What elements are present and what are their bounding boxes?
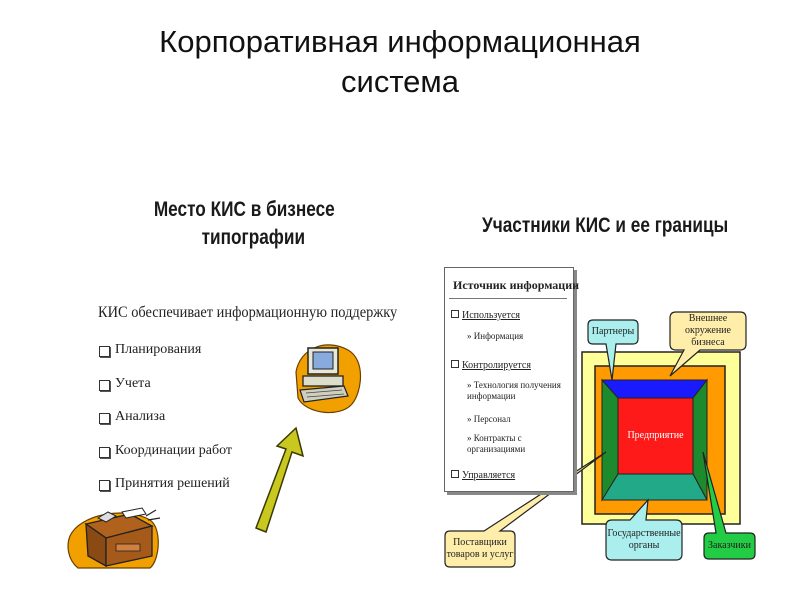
customers-callout xyxy=(702,451,756,560)
source-uses: Используется xyxy=(451,310,520,321)
slide-title: Корпоративная информационная система xyxy=(0,22,800,102)
source-controls-staff: » Персонал xyxy=(467,414,511,424)
partners-callout xyxy=(587,319,639,381)
slide-title-line1: Корпоративная информационная xyxy=(159,24,641,59)
left-heading-line1: Место КИС в бизнесе xyxy=(153,198,335,221)
desk-icon xyxy=(67,507,161,569)
enterprise-label: Предприятие xyxy=(627,430,684,441)
suppliers-label: Поставщики товаров и услуг xyxy=(446,537,514,560)
checkbox-icon xyxy=(99,346,110,357)
environment-callout xyxy=(669,311,747,377)
checkbox-icon xyxy=(99,379,110,391)
enterprise-core-box xyxy=(617,397,694,475)
support-intro: КИС обеспечивает информационную поддержк… xyxy=(98,304,398,321)
environment-label: Внешнее окружение бизнеса xyxy=(685,313,731,348)
list-item: Учета xyxy=(99,376,232,410)
partners-label: Партнеры xyxy=(591,326,635,337)
up-arrow-icon xyxy=(255,426,305,533)
partners-band xyxy=(600,379,709,399)
source-controls-technology: » Технология получения информации xyxy=(467,380,561,401)
right-heading: Участники КИС и ее границы xyxy=(482,214,729,237)
checkbox-icon xyxy=(451,310,459,318)
enterprise-boundary-diagram xyxy=(581,351,741,525)
left-heading-line2: типографии xyxy=(201,226,306,249)
list-item: Принятия решений xyxy=(99,476,232,510)
slide-title-line2: система xyxy=(341,64,459,99)
source-managed: Управляется xyxy=(451,470,515,481)
list-item: Планирования xyxy=(99,342,232,376)
checkbox-icon xyxy=(99,413,110,424)
information-source-panel: Источник информации Используется » Инфор… xyxy=(444,267,579,492)
government-band xyxy=(601,473,708,501)
checkbox-icon xyxy=(99,446,110,458)
computer-icon xyxy=(295,344,361,414)
source-uses-info: » Информация xyxy=(467,331,524,341)
list-item: Анализа xyxy=(99,409,232,443)
left-heading: Место КИС в бизнесе типографии xyxy=(150,196,339,252)
checkbox-icon xyxy=(451,360,459,368)
source-title: Источник информации xyxy=(453,278,580,292)
list-item: Координации работ xyxy=(99,443,232,477)
source-controls: Контролируется xyxy=(451,360,531,371)
checkbox-icon xyxy=(99,480,110,491)
customers-label: Заказчики xyxy=(708,540,751,551)
source-divider xyxy=(449,298,567,299)
government-callout xyxy=(605,498,683,561)
source-controls-contracts: » Контракты с организациями xyxy=(467,433,526,454)
government-label: Государственные органы xyxy=(607,528,681,551)
checkbox-icon xyxy=(451,470,459,478)
support-list: Планирования Учета Анализа Координации р… xyxy=(99,342,232,510)
